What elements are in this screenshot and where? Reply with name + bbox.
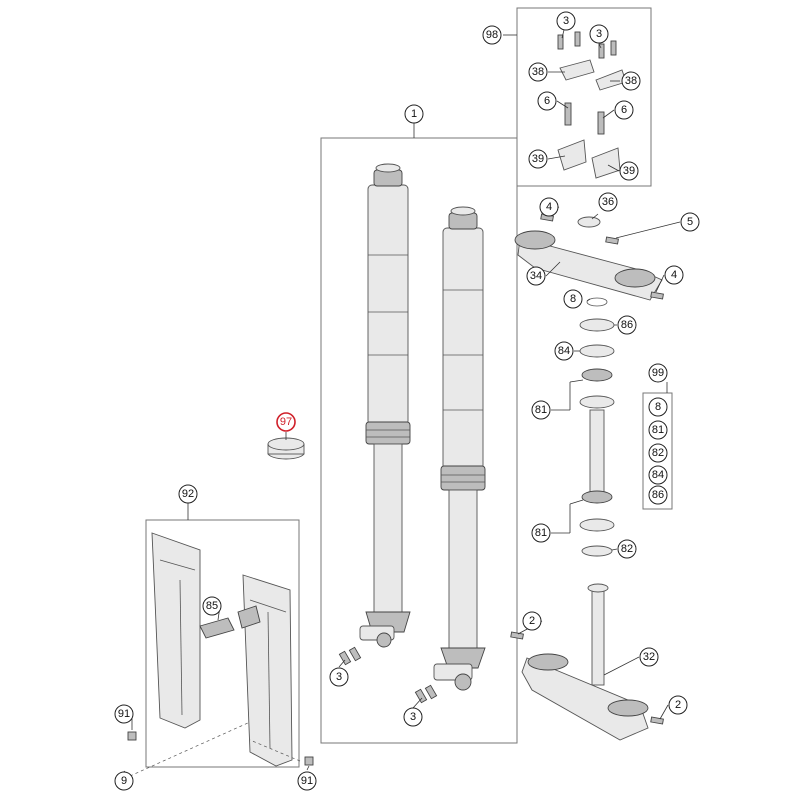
svg-text:36: 36: [602, 196, 614, 208]
callout-3-clamp-left: 3: [556, 11, 576, 31]
svg-text:2: 2: [675, 699, 681, 711]
bearing-kit-item-81: 81: [648, 420, 668, 440]
callout-3-right-foot: 3: [403, 707, 423, 727]
svg-text:3: 3: [563, 15, 569, 27]
callout-3-left-foot: 3: [329, 667, 349, 687]
svg-text:1: 1: [411, 108, 417, 120]
svg-text:2: 2: [529, 615, 535, 627]
svg-text:82: 82: [652, 447, 664, 459]
fork-assembly-frame: [320, 137, 518, 744]
callout-36: 36: [598, 192, 618, 212]
svg-text:81: 81: [535, 527, 547, 539]
bearing-kit-item-84: 84: [648, 465, 668, 485]
callout-2-lower-right: 2: [668, 695, 688, 715]
svg-text:3: 3: [596, 28, 602, 40]
svg-text:85: 85: [206, 600, 218, 612]
callout-4-upper-left: 4: [539, 197, 559, 217]
bearing-kit-item-8: 8: [648, 397, 668, 417]
fork-protector-left: [151, 532, 201, 729]
svg-text:92: 92: [182, 488, 194, 500]
fork-leg-right: [433, 206, 486, 691]
svg-text:39: 39: [623, 165, 635, 177]
callout-5: 5: [680, 212, 700, 232]
callout-32: 32: [639, 647, 659, 667]
callout-39-left: 39: [528, 149, 548, 169]
guide-ring-part: [267, 437, 305, 460]
upper-triple-clamp: [514, 213, 664, 301]
svg-text:4: 4: [546, 201, 552, 213]
callout-86: 86: [617, 315, 637, 335]
svg-text:4: 4: [671, 269, 677, 281]
fork-leg-left: [359, 163, 411, 648]
callout-97: 97: [276, 412, 296, 432]
svg-text:39: 39: [532, 153, 544, 165]
svg-text:3: 3: [410, 711, 416, 723]
svg-text:38: 38: [625, 75, 637, 87]
callout-98: 98: [482, 25, 502, 45]
callout-6-right: 6: [614, 100, 634, 120]
fork-protector-right: [242, 574, 293, 767]
bearing-kit-frame: [642, 392, 673, 510]
callout-39-right: 39: [619, 161, 639, 181]
svg-text:38: 38: [532, 66, 544, 78]
callout-81-lower: 81: [531, 523, 551, 543]
svg-text:98: 98: [486, 29, 498, 41]
callout-4-upper-right: 4: [664, 265, 684, 285]
steering-bearing-stack: [579, 297, 615, 557]
bearing-kit-item-82: 82: [648, 443, 668, 463]
callout-91-left: 91: [114, 704, 134, 724]
fork-protector-frame: [145, 519, 300, 768]
svg-text:86: 86: [621, 319, 633, 331]
svg-text:82: 82: [621, 543, 633, 555]
svg-text:8: 8: [570, 293, 576, 305]
callout-92: 92: [178, 484, 198, 504]
svg-text:81: 81: [535, 404, 547, 416]
callout-1: 1: [404, 104, 424, 124]
callout-99: 99: [648, 363, 668, 383]
svg-text:6: 6: [621, 104, 627, 116]
svg-text:5: 5: [687, 216, 693, 228]
svg-text:84: 84: [652, 469, 664, 481]
svg-text:34: 34: [530, 270, 542, 282]
svg-text:9: 9: [121, 775, 127, 787]
callout-82: 82: [617, 539, 637, 559]
svg-text:97: 97: [280, 416, 292, 428]
callout-85: 85: [202, 596, 222, 616]
svg-text:91: 91: [301, 775, 313, 787]
callout-9: 9: [114, 771, 134, 791]
callout-6-left: 6: [537, 91, 557, 111]
callout-91-right: 91: [297, 771, 317, 791]
protector-clip-parts: [127, 605, 314, 766]
svg-text:6: 6: [544, 95, 550, 107]
svg-text:99: 99: [652, 367, 664, 379]
lower-triple-clamp: [510, 583, 664, 741]
callout-2-lower-left: 2: [522, 611, 542, 631]
fork-foot-bolts: [338, 646, 438, 704]
clamp-kit-parts: [557, 31, 627, 179]
callout-3-clamp-right: 3: [589, 24, 609, 44]
svg-text:32: 32: [643, 651, 655, 663]
svg-text:3: 3: [336, 671, 342, 683]
callout-38-left: 38: [528, 62, 548, 82]
svg-text:86: 86: [652, 489, 664, 501]
svg-text:84: 84: [558, 345, 570, 357]
callout-38-right: 38: [621, 71, 641, 91]
svg-text:8: 8: [655, 401, 661, 413]
clamp-kit-frame: [516, 7, 652, 187]
callout-84: 84: [554, 341, 574, 361]
bearing-kit-item-86: 86: [648, 485, 668, 505]
callout-8: 8: [563, 289, 583, 309]
svg-text:81: 81: [652, 424, 664, 436]
callout-34: 34: [526, 266, 546, 286]
callout-81-upper: 81: [531, 400, 551, 420]
svg-text:91: 91: [118, 708, 130, 720]
screw-axis-line-left: [129, 721, 251, 777]
